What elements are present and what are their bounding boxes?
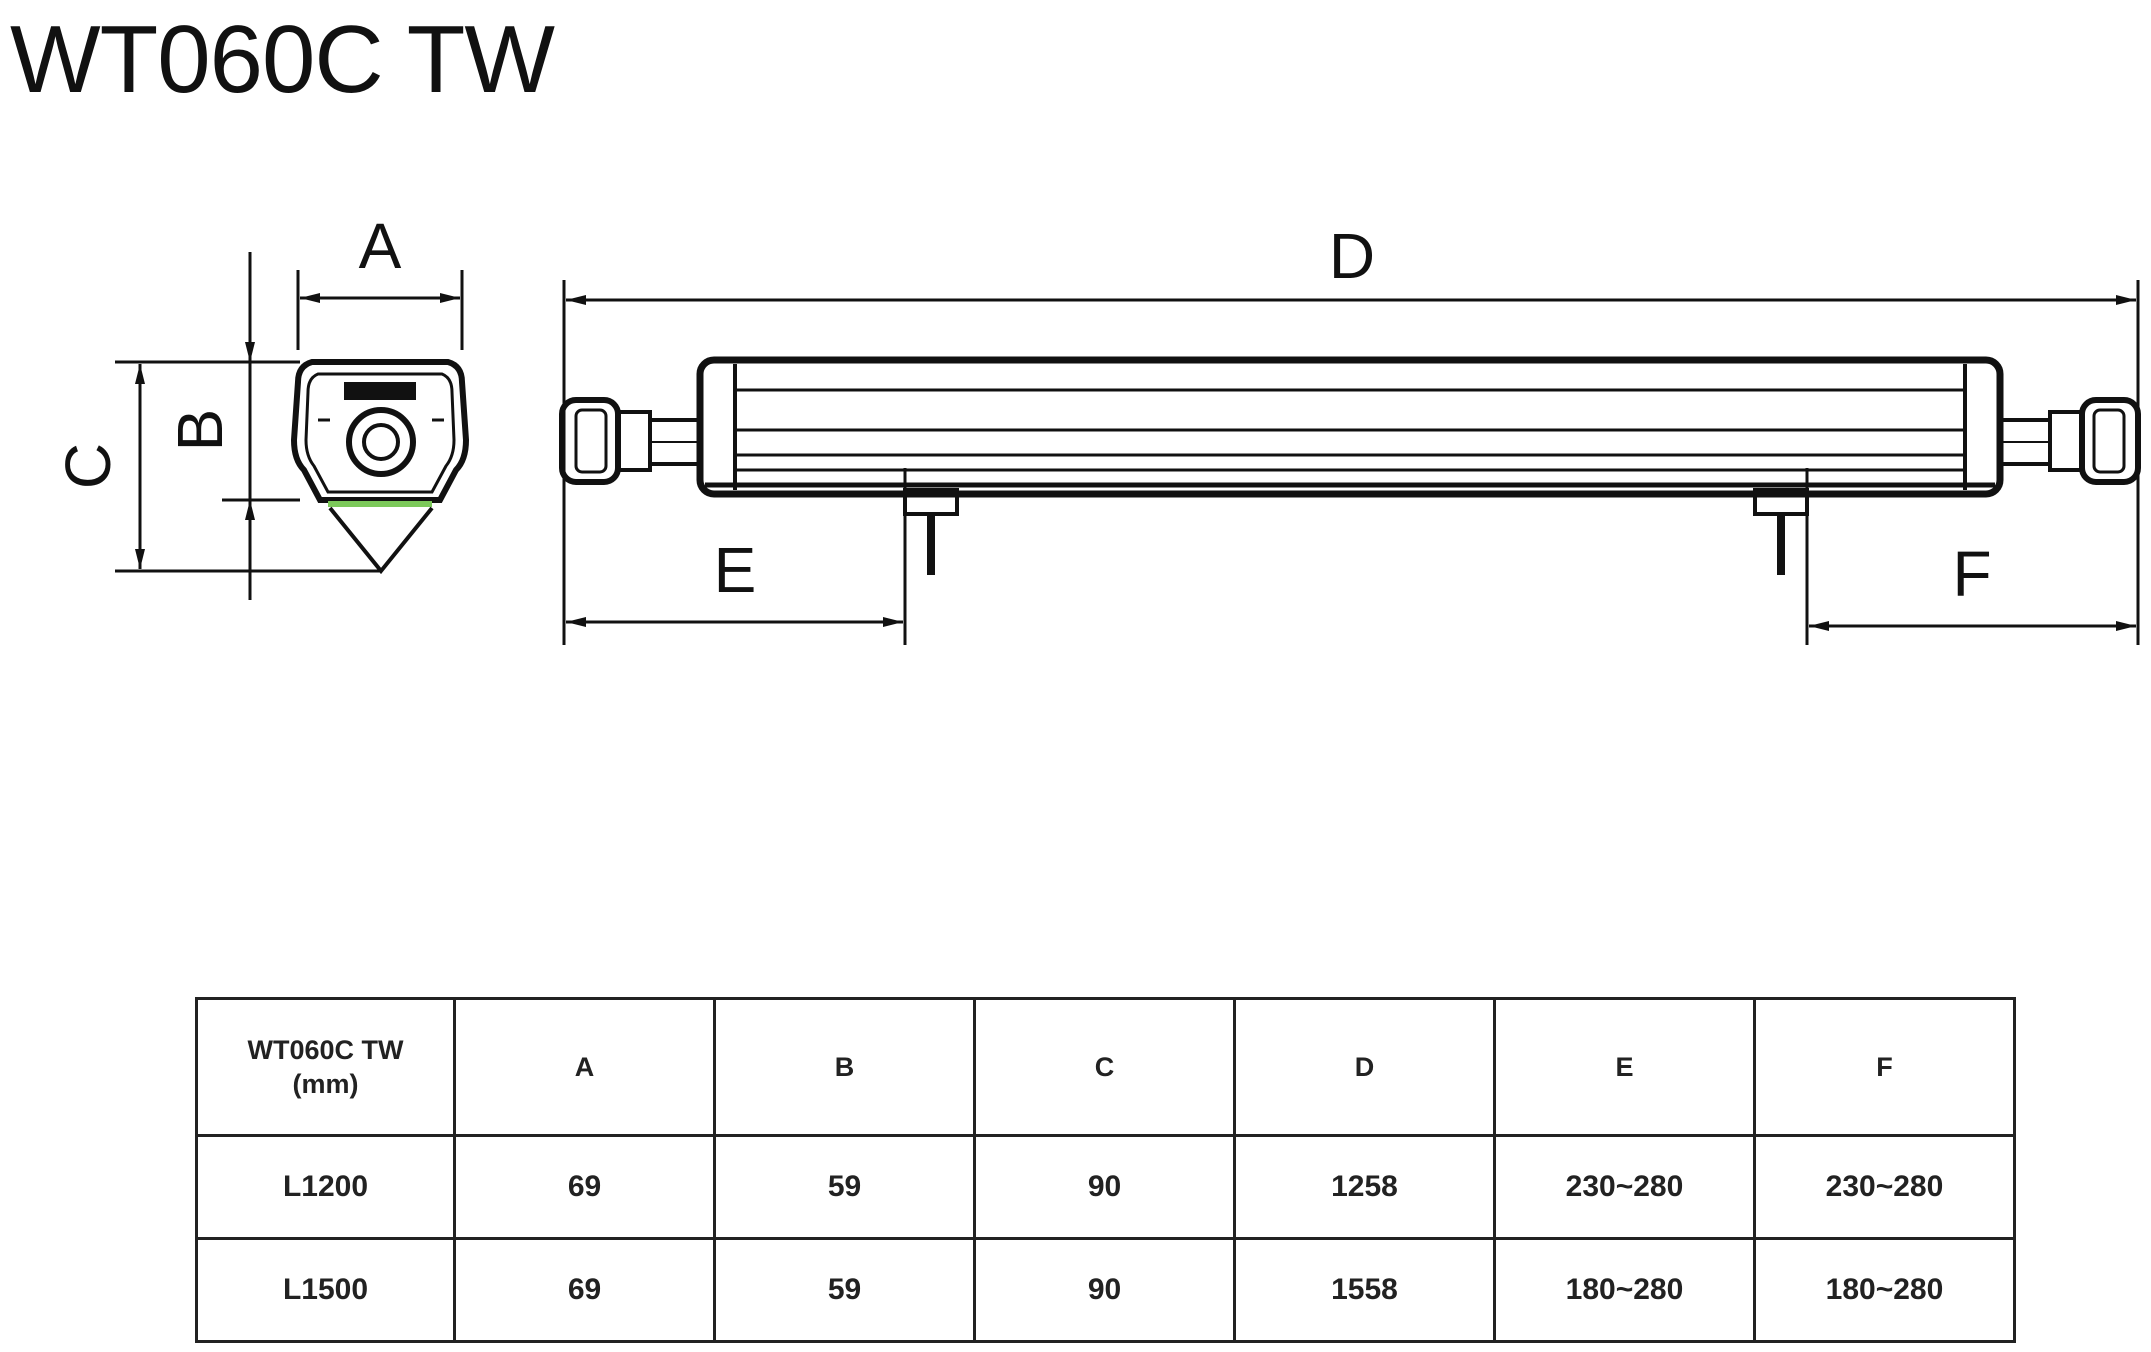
table-header-cell: F bbox=[1753, 997, 2016, 1137]
cross-section-view bbox=[115, 270, 470, 575]
table-header-cell: E bbox=[1493, 997, 1756, 1137]
extension-lines bbox=[562, 280, 2140, 645]
dimension-d-label: D bbox=[1329, 220, 1375, 292]
dimension-a-label: A bbox=[359, 210, 402, 282]
header-unit: (mm) bbox=[292, 1069, 359, 1099]
table-header-model: WT060C TW (mm) bbox=[195, 997, 456, 1137]
table-row-model: L1500 bbox=[195, 1237, 456, 1343]
table-row-model: L1200 bbox=[195, 1134, 456, 1240]
header-model-name: WT060C TW bbox=[247, 1035, 404, 1065]
table-cell: 1258 bbox=[1233, 1134, 1496, 1240]
table-cell: 230~280 bbox=[1493, 1134, 1756, 1240]
table-header-cell: D bbox=[1233, 997, 1496, 1137]
table-header-cell: A bbox=[453, 997, 716, 1137]
table-row: L1200 69 59 90 1258 230~280 230~280 bbox=[195, 1134, 2016, 1240]
table-cell: 90 bbox=[973, 1134, 1236, 1240]
table-cell: 59 bbox=[713, 1134, 976, 1240]
table-cell: 180~280 bbox=[1493, 1237, 1756, 1343]
table-cell: 180~280 bbox=[1753, 1237, 2016, 1343]
dimension-e-label: E bbox=[714, 534, 757, 606]
side-view bbox=[559, 356, 2141, 575]
table-header-row: WT060C TW (mm) A B C D E F bbox=[195, 997, 2016, 1137]
table-cell: 59 bbox=[713, 1237, 976, 1343]
table-cell: 1558 bbox=[1233, 1237, 1496, 1343]
page-title: WT060C TW bbox=[10, 6, 555, 113]
table-cell: 69 bbox=[453, 1134, 716, 1240]
dimension-c-label: C bbox=[52, 443, 124, 489]
table-cell: 230~280 bbox=[1753, 1134, 2016, 1240]
table-header-cell: B bbox=[713, 997, 976, 1137]
table-row: L1500 69 59 90 1558 180~280 180~280 bbox=[195, 1237, 2016, 1343]
dimension-table: WT060C TW (mm) A B C D E F L1200 69 59 9… bbox=[195, 997, 2016, 1343]
dimension-b-label: B bbox=[164, 409, 236, 452]
dimension-f-label: F bbox=[1952, 538, 1991, 610]
table-cell: 69 bbox=[453, 1237, 716, 1343]
table-header-cell: C bbox=[973, 997, 1236, 1137]
table-cell: 90 bbox=[973, 1237, 1236, 1343]
